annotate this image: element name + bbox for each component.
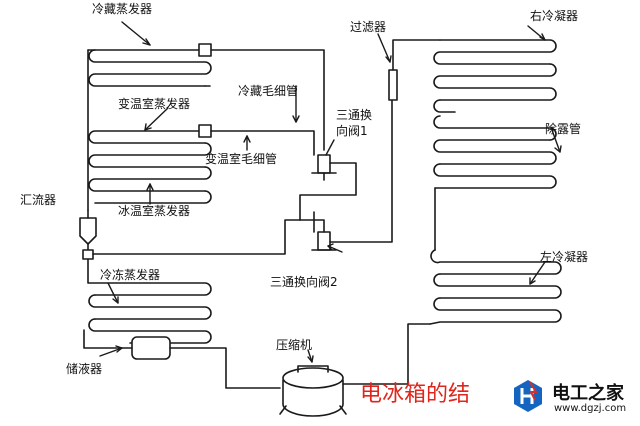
site-watermark: 电工之家 www.dgzj.com bbox=[510, 376, 636, 422]
variable-inlet-junction bbox=[198, 124, 212, 138]
valve2-from-filter bbox=[329, 99, 393, 243]
label-three-way-valve-2: 三通换向阀2 bbox=[270, 275, 338, 289]
diagram-caption: 电冰箱的结 bbox=[360, 382, 471, 407]
label-left-condenser: 左冷凝器 bbox=[540, 250, 589, 264]
label-three-way-valve-1-a: 三通换 bbox=[336, 108, 373, 122]
cold-storage-evaporator-coil bbox=[88, 49, 212, 87]
collector-to-valve2 bbox=[92, 219, 301, 255]
freezer-evaporator-coil bbox=[87, 258, 212, 344]
label-anti-dew-pipe: 除露管 bbox=[545, 122, 582, 136]
three-way-valve-1 bbox=[311, 154, 337, 181]
accumulator-to-compressor bbox=[169, 347, 281, 389]
label-compressor: 压缩机 bbox=[276, 338, 313, 352]
label-filter: 过滤器 bbox=[350, 20, 387, 34]
cold-capillary-line bbox=[210, 49, 325, 151]
pointer-arrows bbox=[99, 21, 562, 363]
variable-evaporator-coil bbox=[88, 130, 212, 168]
label-variable-capillary: 变温室毛细管 bbox=[205, 152, 278, 166]
site-logo-icon bbox=[514, 380, 542, 412]
label-cold-capillary: 冷藏毛细管 bbox=[238, 84, 299, 98]
right-condenser-coil bbox=[433, 39, 557, 101]
label-cold-evaporator: 冷藏蒸发器 bbox=[92, 2, 153, 16]
label-freezer-evaporator: 冷冻蒸发器 bbox=[100, 268, 161, 282]
site-title: 电工之家 bbox=[552, 383, 624, 404]
compressor bbox=[279, 365, 347, 417]
label-right-condenser: 右冷凝器 bbox=[530, 9, 579, 23]
label-accumulator: 储液器 bbox=[66, 362, 103, 376]
label-collector: 汇流器 bbox=[20, 193, 57, 207]
compressor-discharge bbox=[342, 323, 431, 385]
variable-capillary-line bbox=[210, 130, 315, 156]
anti-dew-pipe bbox=[433, 99, 557, 251]
label-ice-evaporator: 冰温室蒸发器 bbox=[118, 204, 191, 218]
filter bbox=[388, 39, 441, 101]
cold-inlet-junction bbox=[198, 43, 212, 57]
site-url: www.dgzj.com bbox=[554, 403, 627, 414]
label-three-way-valve-1-b: 向阀1 bbox=[336, 124, 368, 138]
collector bbox=[79, 209, 97, 260]
left-condenser-coil bbox=[429, 249, 562, 325]
label-variable-evaporator: 变温室蒸发器 bbox=[118, 97, 191, 111]
accumulator bbox=[131, 336, 171, 360]
ice-evaporator-coil bbox=[88, 166, 212, 204]
valve1-output bbox=[299, 162, 357, 221]
